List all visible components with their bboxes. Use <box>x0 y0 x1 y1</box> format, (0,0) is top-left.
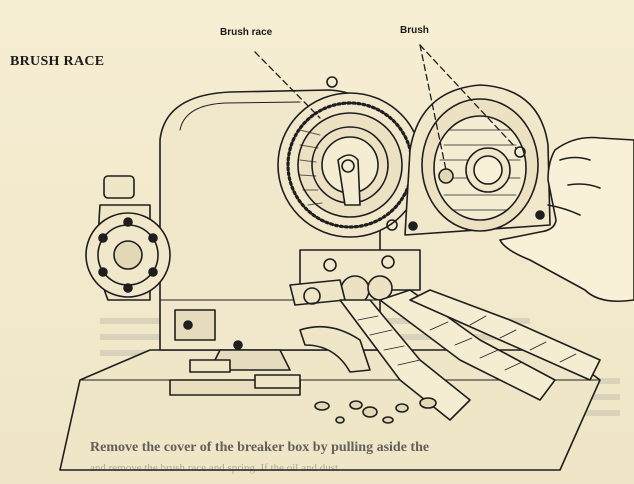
base-plate <box>59 349 601 471</box>
loose-parts <box>314 397 437 424</box>
contact-breaker <box>289 249 421 306</box>
brush-race <box>277 76 423 238</box>
brush-callout: Brush <box>400 25 429 36</box>
hold-down-straps <box>299 289 601 421</box>
callout-leaders <box>254 44 517 171</box>
brush-race-callout: Brush race <box>220 27 273 38</box>
body-text-line-1: Remove the cover of the breaker box by p… <box>90 440 430 455</box>
breaker-cover <box>404 84 551 236</box>
hand <box>499 136 634 303</box>
drive-coupling <box>85 175 171 301</box>
body-text-line-2: and remove the brush race and spring. If… <box>90 462 339 474</box>
section-heading: BRUSH RACE <box>10 54 105 69</box>
